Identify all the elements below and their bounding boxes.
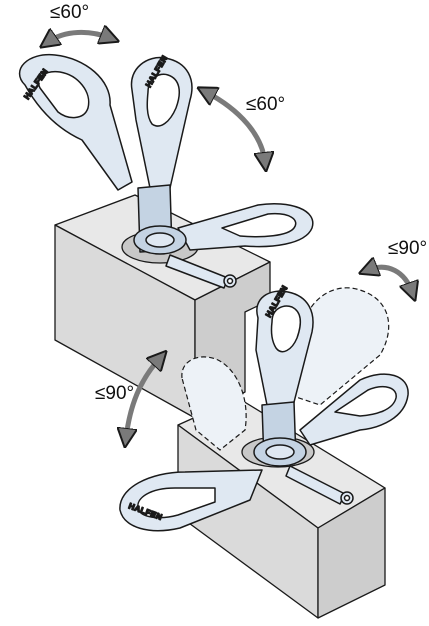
rotation-arrows	[48, 32, 412, 438]
angle-label-left: ≤90°	[95, 383, 134, 404]
angle-label-right: ≤90°	[388, 238, 427, 259]
clutch-bottom-ghost	[181, 287, 390, 451]
clutch-top: HALFEN HALFEN	[18, 53, 314, 289]
clutch-bottom: HALFEN HALFEN	[119, 283, 409, 532]
angle-label-top-right: ≤60°	[246, 94, 285, 115]
arrow-left	[126, 358, 160, 438]
arrow-right	[368, 267, 412, 292]
angle-label-top-left: ≤60°	[50, 2, 89, 23]
arrow-top-left	[48, 32, 110, 42]
arrow-top-right	[206, 92, 265, 162]
